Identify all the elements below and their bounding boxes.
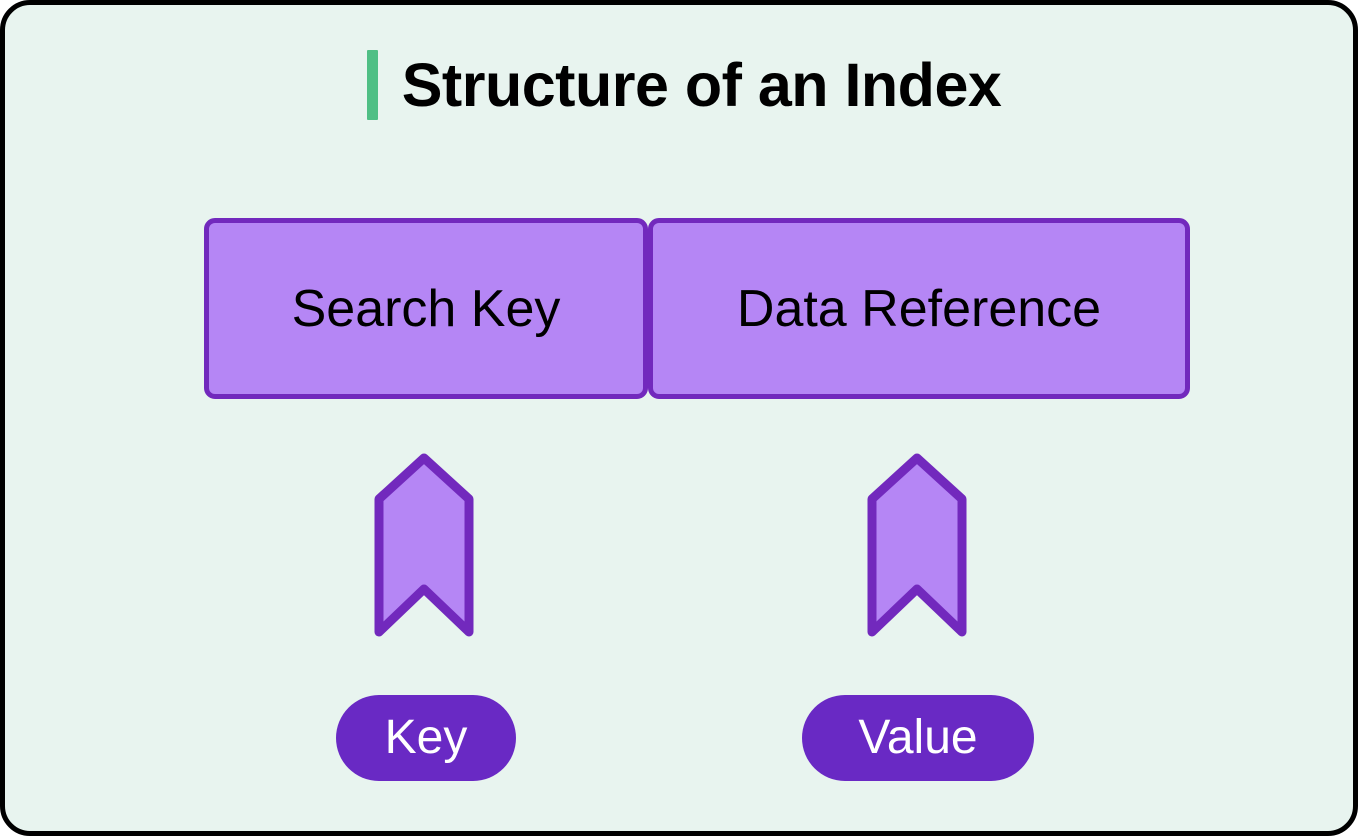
index-cell-data-reference[interactable]: Data Reference (648, 218, 1190, 399)
title-text: Structure of an Index (401, 50, 1002, 119)
page-title: Structure of an Index (5, 39, 1353, 131)
pill-key-label: Key (384, 711, 468, 764)
pill-value-label: Value (858, 711, 978, 764)
pill-key[interactable]: Key (336, 695, 516, 781)
index-entry-row: Search Key Data Reference (204, 218, 1190, 399)
arrow-row (5, 453, 1353, 637)
pill-row: Key Value (5, 695, 1353, 781)
bookmark-up-icon (374, 453, 474, 637)
index-cell-search-key-label: Search Key (291, 279, 561, 338)
title-accent-bar (366, 50, 378, 120)
pill-value[interactable]: Value (802, 695, 1034, 781)
bookmark-up-icon (867, 453, 967, 637)
index-cell-data-reference-label: Data Reference (736, 279, 1102, 338)
index-cell-search-key[interactable]: Search Key (204, 218, 648, 399)
